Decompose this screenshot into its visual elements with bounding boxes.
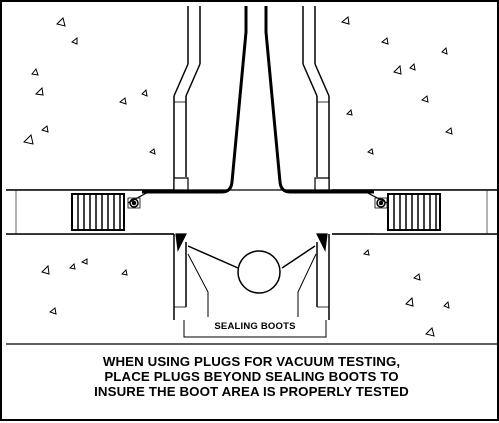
sealing-boot-right xyxy=(314,177,388,253)
caption-line-2: PLACE PLUGS BEYOND SEALING BOOTS TO xyxy=(104,369,399,384)
concrete-aggregate-marks xyxy=(23,16,453,337)
diagram-caption: WHEN USING PLUGS FOR VACUUM TESTING, PLA… xyxy=(12,354,491,399)
test-plug-ball xyxy=(187,245,316,294)
manhole-wall-right xyxy=(302,6,330,320)
sealing-boots-label: SEALING BOOTS xyxy=(192,317,318,336)
caption-line-3: INSURE THE BOOT AREA IS PROPERLY TESTED xyxy=(94,384,409,399)
right-boot-clamp xyxy=(374,197,388,209)
manhole-wall-left xyxy=(173,6,201,320)
sealing-boot-left xyxy=(127,177,189,253)
left-plug xyxy=(71,193,125,231)
caption-line-1: WHEN USING PLUGS FOR VACUUM TESTING, xyxy=(102,354,401,369)
vacuum-test-tube xyxy=(142,6,374,194)
right-plug xyxy=(387,193,441,231)
